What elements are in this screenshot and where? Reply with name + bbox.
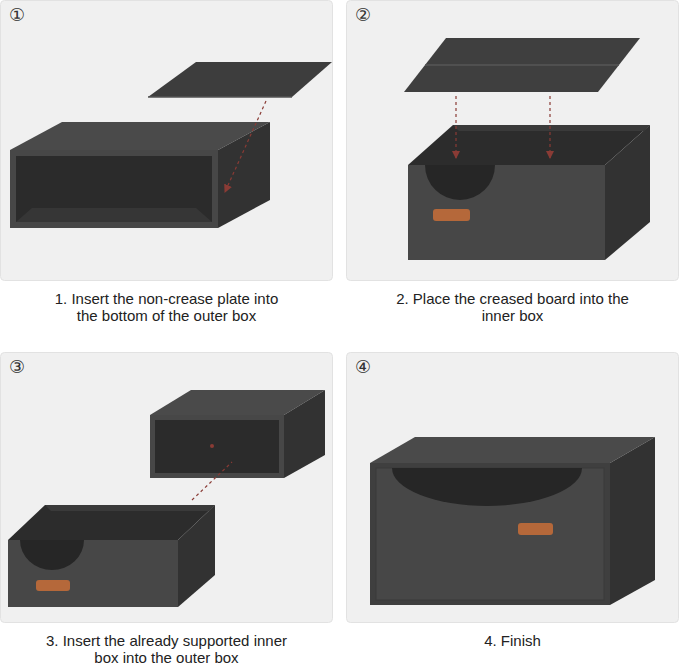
step-number: ③ bbox=[9, 357, 25, 377]
step-caption: 4. Finish bbox=[346, 632, 679, 649]
step-caption: 2. Place the creased board into the inne… bbox=[346, 290, 679, 324]
box-front bbox=[150, 415, 284, 478]
box-floor bbox=[16, 208, 212, 222]
box-rim bbox=[453, 125, 650, 131]
box-opening bbox=[155, 420, 279, 473]
step-panel: ②2. Place the creased board into the inn… bbox=[346, 0, 679, 281]
step-number: ④ bbox=[355, 357, 371, 377]
box-front bbox=[370, 463, 610, 605]
box-front bbox=[8, 540, 178, 607]
panel-ground bbox=[347, 353, 679, 623]
handle bbox=[518, 523, 553, 535]
step-number: ① bbox=[9, 5, 25, 25]
guide-line bbox=[549, 96, 550, 158]
step-panel: ④4. Finish bbox=[346, 352, 679, 623]
guide-line bbox=[455, 96, 456, 158]
plate-edge bbox=[148, 96, 292, 98]
step-number: ② bbox=[355, 5, 371, 25]
guide-dot bbox=[210, 444, 214, 448]
handle bbox=[36, 580, 70, 591]
box-side bbox=[610, 437, 655, 605]
box-side bbox=[284, 390, 325, 478]
guide-line bbox=[225, 101, 266, 192]
panel-ground bbox=[1, 353, 333, 623]
drawer-cutout bbox=[392, 468, 582, 506]
guide-line bbox=[192, 462, 232, 500]
step-caption: 1. Insert the non-crease plate into the … bbox=[0, 290, 333, 324]
drawer-front bbox=[376, 468, 604, 600]
step-panel: ①1. Insert the non-crease plate into the… bbox=[0, 0, 333, 281]
step-caption: 3. Insert the already supported inner bo… bbox=[0, 632, 333, 666]
box-side bbox=[178, 505, 215, 607]
step-panel: ③3. Insert the already supported inner b… bbox=[0, 352, 333, 623]
plate bbox=[148, 62, 332, 97]
box-front bbox=[408, 165, 605, 260]
box-side bbox=[605, 125, 650, 260]
box-opening bbox=[16, 156, 212, 222]
box-top bbox=[370, 437, 655, 463]
panel-ground bbox=[1, 1, 333, 281]
box-rim bbox=[45, 505, 215, 511]
box-side bbox=[218, 122, 270, 228]
panel-ground bbox=[347, 1, 679, 281]
board bbox=[404, 38, 640, 92]
crease bbox=[425, 64, 619, 66]
handle bbox=[433, 209, 470, 221]
box-front bbox=[10, 150, 218, 228]
